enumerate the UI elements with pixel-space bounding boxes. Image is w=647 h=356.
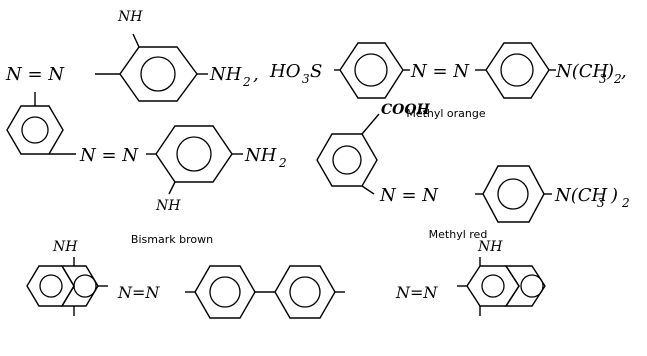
- aromatic-circle: [140, 56, 176, 92]
- benzene-ring: [155, 125, 233, 183]
- naphthalene-ring: [60, 265, 99, 307]
- subscript: 3: [599, 72, 607, 86]
- aromatic-circle: [354, 53, 388, 87]
- benzene-ring: [339, 42, 404, 99]
- compound-name-bismark-brown: Bismark brown: [131, 233, 213, 246]
- structure-bismark-brown: N = N NH 2 NH Bismark brown: [6, 92, 287, 246]
- subscript: 2: [613, 72, 622, 86]
- benzene-ring: [194, 265, 256, 319]
- azo-label: N = N: [379, 185, 439, 206]
- azo-label: N=N: [117, 283, 160, 302]
- amino-label: NH: [477, 239, 503, 255]
- subscript: 3: [302, 72, 310, 86]
- dimethylamino-label: ): [606, 61, 614, 82]
- dimethylamino-label: ): [610, 185, 618, 206]
- bond: [132, 33, 140, 48]
- azo-label: N = N: [79, 145, 139, 166]
- azo-label: N = N: [5, 64, 65, 85]
- benzene-ring: [6, 105, 64, 155]
- naphthalene-ring: [466, 265, 520, 307]
- structure-methyl-red: COOH N = N N(CH 3 ) 2 Methyl red: [316, 102, 630, 241]
- naphthalene-ring: [504, 265, 546, 307]
- amino-label: NH: [155, 198, 181, 214]
- subscript: 2: [242, 75, 251, 89]
- aromatic-circle: [21, 116, 49, 144]
- structure-upper-left: NH N = N NH 2 ,: [5, 9, 259, 102]
- subscript: 2: [621, 196, 630, 210]
- carboxyl-label: COOH: [381, 102, 431, 118]
- aromatic-circle: [520, 274, 544, 298]
- separator-comma: ,: [621, 61, 627, 82]
- amino-label: NH: [52, 239, 78, 255]
- amino-label: NH: [209, 64, 242, 85]
- aromatic-circle: [497, 178, 529, 210]
- dimethylamino-label: N(CH: [555, 61, 609, 82]
- aromatic-circle: [73, 274, 97, 298]
- subscript: 3: [597, 196, 605, 210]
- separator-comma: ,: [253, 64, 259, 85]
- compound-name-methyl-orange: Methyl orange: [406, 107, 486, 120]
- structure-bottom-bis-azo: NH N=N N=N NH: [26, 239, 546, 319]
- aromatic-circle: [209, 276, 241, 308]
- benzene-ring: [316, 133, 378, 187]
- bond: [361, 185, 375, 195]
- benzene-ring: [485, 42, 550, 99]
- aromatic-circle: [500, 53, 534, 87]
- dimethylamino-label: N(CH: [554, 185, 608, 206]
- sulfonate-label: S: [310, 61, 322, 82]
- structure-methyl-orange: HO 3 S N = N N(CH 3 ) 2 , Methyl orange: [269, 42, 627, 120]
- aromatic-circle: [481, 274, 505, 298]
- subscript: 2: [278, 156, 287, 170]
- aromatic-circle: [289, 276, 321, 308]
- bond: [168, 181, 176, 195]
- amino-label: NH: [117, 9, 143, 25]
- azo-label: N = N: [410, 61, 470, 82]
- benzene-ring: [274, 265, 336, 319]
- aromatic-circle: [176, 136, 212, 172]
- benzene-ring: [482, 165, 545, 223]
- aromatic-circle: [332, 145, 362, 175]
- compound-name-methyl-red: Methyl red: [429, 228, 488, 241]
- naphthalene-ring: [26, 265, 75, 307]
- sulfonate-label: HO: [269, 61, 301, 82]
- benzene-ring: [119, 46, 198, 102]
- amino-label: NH: [244, 145, 277, 166]
- aromatic-circle: [39, 274, 63, 298]
- bond: [361, 113, 380, 135]
- azo-label: N=N: [395, 283, 438, 302]
